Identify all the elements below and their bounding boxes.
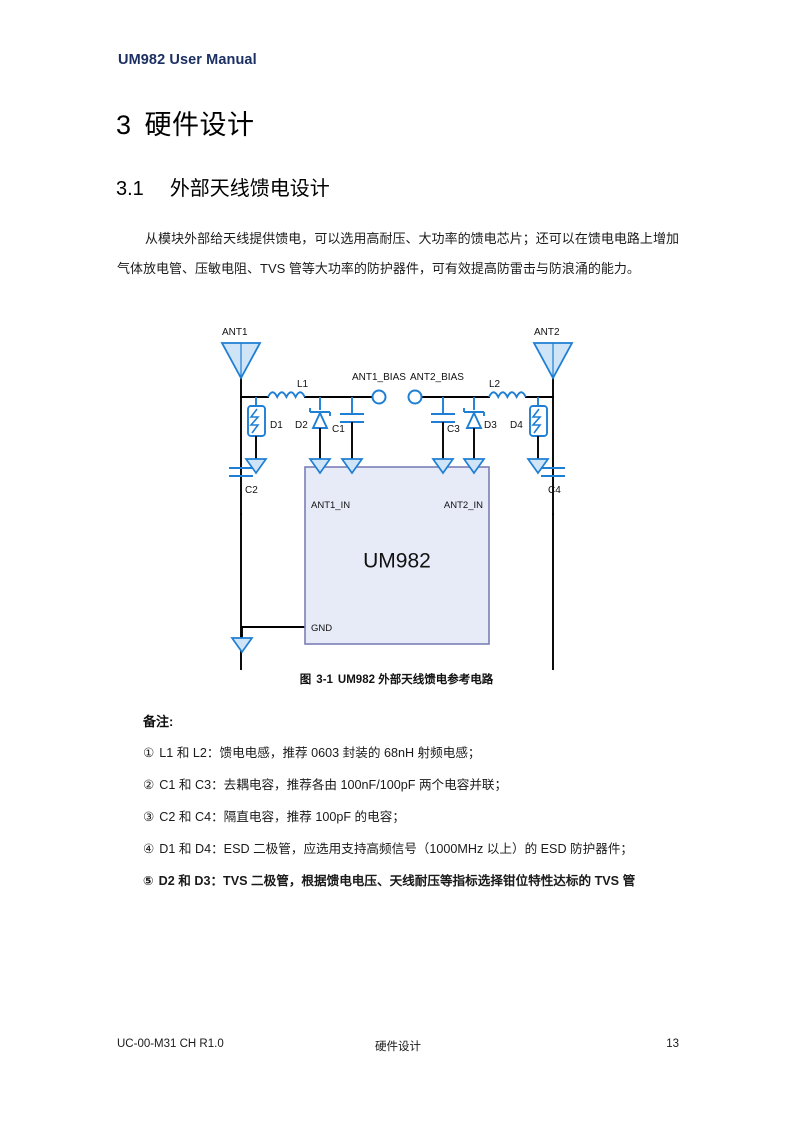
- figure-caption: 图 3-1 UM982 外部天线馈电参考电路: [0, 671, 793, 687]
- pin-label-ant2-in: ANT2_IN: [444, 500, 483, 511]
- heading2-number: 3.1: [116, 178, 144, 200]
- note-marker: ③: [143, 810, 155, 824]
- chip-body-um982: [304, 466, 490, 645]
- note-item: ④ D1 和 D4：ESD 二极管，应选用支持高频信号（1000MHz 以上）的 …: [143, 840, 743, 858]
- label-ant2: ANT2: [534, 327, 560, 338]
- component-capacitor-c4: [541, 466, 565, 478]
- ground-symbol-chip: [231, 637, 253, 653]
- component-capacitor-c1: [340, 397, 364, 474]
- footer-chapter: 硬件设计: [375, 1041, 421, 1053]
- schematic-svg: UM982 ANT1_IN ANT2_IN GND ANT1 ANT2 L1: [220, 327, 574, 827]
- component-inductor-l1: [267, 391, 306, 400]
- note-text: D2 和 D3：TVS 二极管，根据馈电电压、天线耐压等指标选择钳位特性达标的 …: [158, 874, 636, 888]
- component-esd-diode-d4: [527, 397, 549, 474]
- notes-title: 备注:: [143, 714, 174, 729]
- note-marker: ①: [143, 746, 155, 760]
- label-ant1: ANT1: [222, 327, 248, 338]
- label-d3: D3: [484, 420, 497, 431]
- chip-label: UM982: [363, 550, 431, 573]
- note-item: ③ C2 和 C4：隔直电容，推荐 100pF 的电容；: [143, 808, 743, 826]
- component-tvs-diode-d2: [309, 397, 331, 474]
- note-text: D1 和 D4：ESD 二极管，应选用支持高频信号（1000MHz 以上）的 E…: [159, 842, 634, 856]
- label-l2: L2: [489, 379, 501, 390]
- note-text: C1 和 C3：去耦电容，推荐各由 100nF/100pF 两个电容并联；: [159, 778, 508, 792]
- label-l1: L1: [297, 379, 309, 390]
- label-d1: D1: [270, 420, 283, 431]
- note-text: C2 和 C4：隔直电容，推荐 100pF 的电容；: [159, 810, 405, 824]
- note-marker: ⑤: [143, 874, 154, 888]
- figure-caption-label: 图: [299, 674, 312, 686]
- note-item: ⑤ D2 和 D3：TVS 二极管，根据馈电电压、天线耐压等指标选择钳位特性达标的…: [143, 872, 743, 890]
- label-c1: C1: [332, 424, 345, 435]
- body-paragraph: 从模块外部给天线提供馈电，可以选用高耐压、大功率的馈电芯片；还可以在馈电电路上增…: [117, 224, 679, 284]
- figure-caption-number: 3-1: [316, 674, 333, 686]
- note-item: ② C1 和 C3：去耦电容，推荐各由 100nF/100pF 两个电容并联；: [143, 776, 743, 794]
- terminal-ant1-bias: [371, 389, 387, 405]
- label-c3: C3: [447, 424, 460, 435]
- notes-block: 备注: ① L1 和 L2：馈电电感，推荐 0603 封装的 68nH 射频电感；…: [143, 711, 743, 904]
- antenna-symbol-ant1: [220, 342, 262, 380]
- heading1-number: 3: [116, 110, 132, 140]
- component-inductor-l2: [488, 391, 527, 400]
- note-text: L1 和 L2：馈电电感，推荐 0603 封装的 68nH 射频电感；: [159, 746, 481, 760]
- section-heading: 3.1 外部天线馈电设计: [116, 172, 330, 201]
- figure-caption-text: UM982 外部天线馈电参考电路: [337, 674, 494, 686]
- note-marker: ②: [143, 778, 155, 792]
- document-running-header: UM982 User Manual: [118, 52, 257, 68]
- paragraph-text: 从模块外部给天线提供馈电，可以选用高耐压、大功率的馈电芯片；还可以在馈电电路上增…: [117, 231, 679, 276]
- note-marker: ④: [143, 842, 155, 856]
- label-d2: D2: [295, 420, 308, 431]
- label-d4: D4: [510, 420, 523, 431]
- component-tvs-diode-d3: [463, 397, 485, 474]
- antenna-symbol-ant2: [532, 342, 574, 380]
- label-ant2-bias: ANT2_BIAS: [410, 372, 464, 383]
- pin-label-gnd: GND: [311, 623, 332, 634]
- label-ant1-bias: ANT1_BIAS: [352, 372, 406, 383]
- component-esd-diode-d1: [245, 397, 267, 474]
- heading1-text: 硬件设计: [144, 110, 255, 140]
- component-capacitor-c3: [431, 397, 455, 474]
- note-item: ① L1 和 L2：馈电电感，推荐 0603 封装的 68nH 射频电感；: [143, 744, 743, 762]
- page-title: 3 硬件设计: [116, 103, 255, 142]
- figure-schematic: UM982 ANT1_IN ANT2_IN GND ANT1 ANT2 L1: [0, 318, 793, 827]
- label-c4: C4: [548, 485, 561, 496]
- footer-doc-code: UC-00-M31 CH R1.0: [117, 1038, 224, 1050]
- footer-page-number: 13: [666, 1038, 679, 1050]
- label-c2: C2: [245, 485, 258, 496]
- component-capacitor-c2: [229, 466, 253, 478]
- heading2-text: 外部天线馈电设计: [169, 178, 330, 200]
- terminal-ant2-bias: [407, 389, 423, 405]
- pin-label-ant1-in: ANT1_IN: [311, 500, 350, 511]
